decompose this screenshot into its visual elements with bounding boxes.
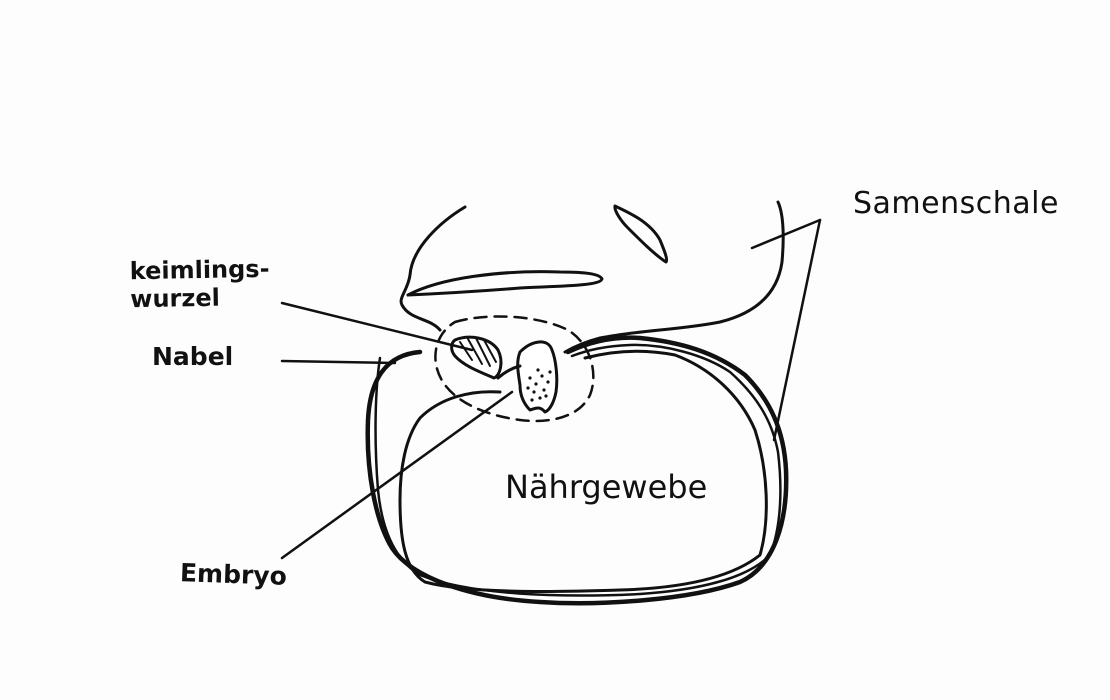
leader-samenschale-upper bbox=[752, 220, 820, 248]
label-keimlingswurzel-line2: wurzel bbox=[130, 283, 270, 313]
upper-outline bbox=[401, 207, 465, 330]
leaf-shape bbox=[615, 206, 667, 262]
leader-embryo bbox=[282, 392, 512, 558]
label-embryo: Embryo bbox=[180, 558, 288, 591]
label-samenschale: Samenschale bbox=[853, 186, 1059, 221]
label-keimlingswurzel-line1: keimlings- bbox=[130, 255, 270, 285]
label-keimlingswurzel: keimlings- wurzel bbox=[130, 255, 271, 313]
leader-nabel bbox=[282, 361, 395, 363]
label-naehrgewebe: Nährgewebe bbox=[505, 468, 707, 506]
label-nabel: Nabel bbox=[152, 342, 233, 371]
embryo-body bbox=[518, 342, 557, 412]
upper-fold bbox=[408, 272, 602, 295]
leader-samenschale-lower bbox=[774, 220, 820, 440]
leader-keimlingswurzel bbox=[282, 303, 472, 350]
